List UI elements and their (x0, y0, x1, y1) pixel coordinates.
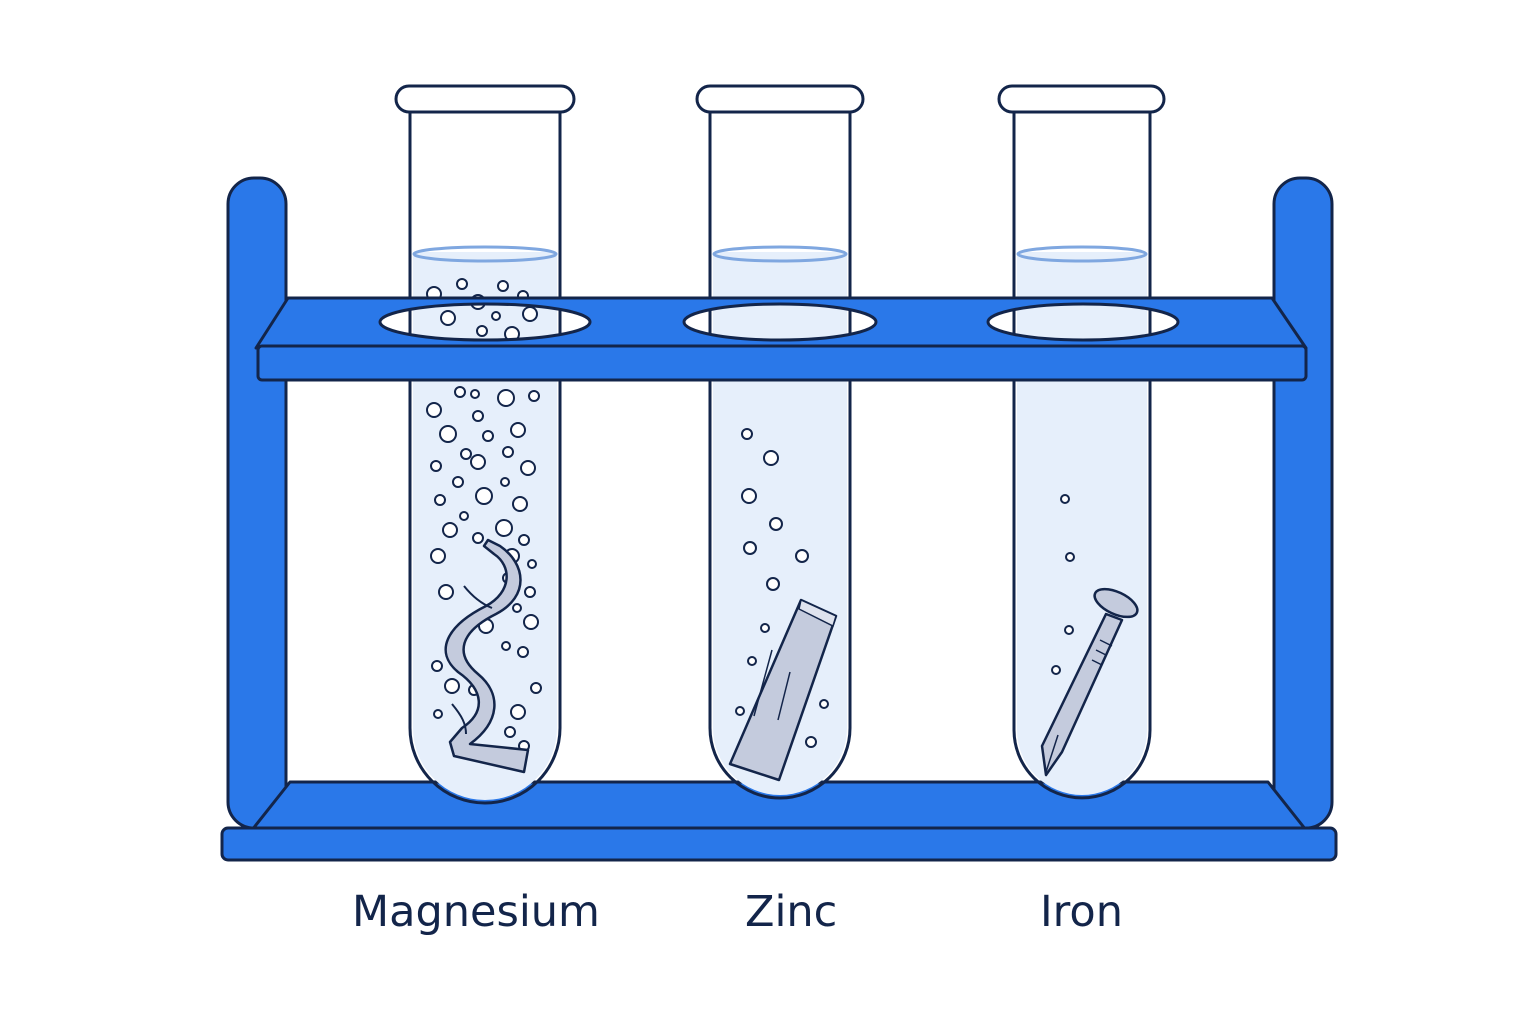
magnesium-tube-rim (394, 84, 576, 114)
iron-liquid (1017, 252, 1147, 795)
iron-test-tube (997, 84, 1166, 800)
magnesium-test-tube (394, 84, 576, 805)
rack-top-shelf (254, 296, 1308, 382)
magnesium-ribbon-fold (451, 585, 493, 735)
magnesium-bubbles (426, 278, 542, 752)
iron-tube-rim (997, 84, 1166, 114)
rack-shelf-front (256, 344, 1308, 382)
iron-tube-outline (1012, 108, 1152, 800)
iron-nail-head (1093, 587, 1139, 619)
zinc-strip-edge (753, 598, 837, 721)
iron-nail-marks (1045, 639, 1113, 773)
magnesium-tube-outline (408, 108, 562, 805)
iron-label: Iron (1040, 887, 1123, 937)
magnesium-liquid-surface (412, 245, 558, 263)
iron-nail-shank (1040, 612, 1124, 777)
magnesium-ribbon (444, 538, 530, 774)
zinc-label: Zinc (745, 887, 838, 937)
rack-left-upright (226, 176, 288, 830)
rack-right-upright (1272, 176, 1334, 830)
iron-liquid-surface (1016, 245, 1148, 263)
rack-base-front (220, 826, 1338, 862)
magnesium-label: Magnesium (352, 887, 600, 937)
iron-bubbles (1051, 494, 1075, 675)
rack (220, 176, 1338, 862)
zinc-liquid-surface (712, 245, 848, 263)
zinc-tube-rim (695, 84, 865, 114)
zinc-bubbles (735, 428, 829, 748)
zinc-tube-outline (708, 108, 852, 800)
zinc-test-tube (695, 84, 865, 800)
